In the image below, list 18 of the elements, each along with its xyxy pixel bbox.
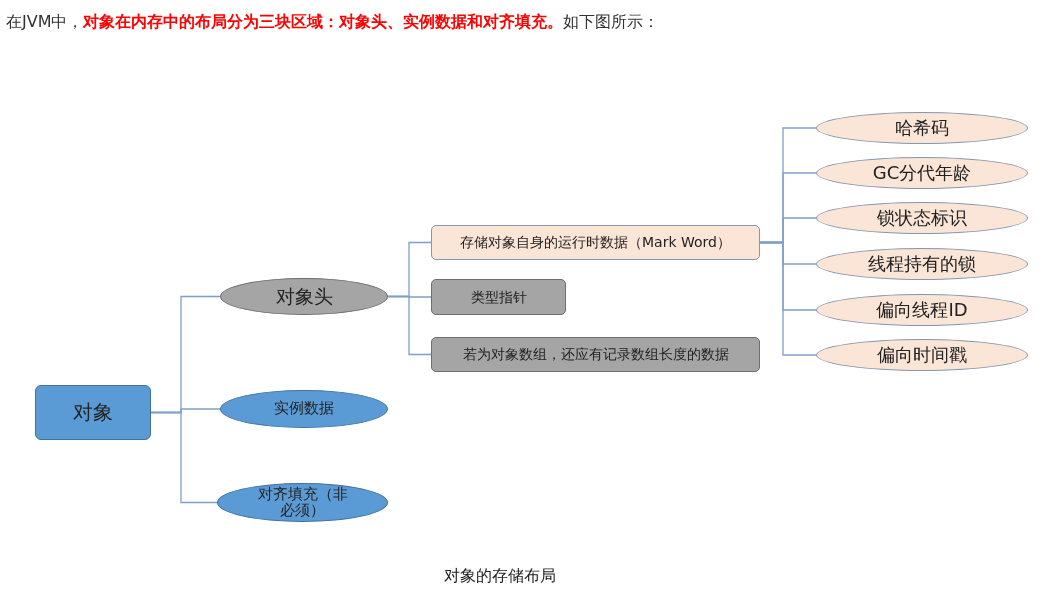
ellipse-node: 对齐填充（非必须） [217,483,388,522]
ellipse-node: 线程持有的锁 [816,248,1028,280]
ellipse-node: GC分代年龄 [816,157,1028,189]
ellipse-node: 偏向时间戳 [816,339,1028,371]
rounded-box: 类型指针 [431,279,566,315]
bracket-connector [387,295,432,356]
ellipse-node: 偏向线程ID [816,294,1028,326]
ellipse-node: 对象头 [220,278,388,315]
intro-sentence: 在JVM中，对象在内存中的布局分为三块区域：对象头、实例数据和对齐填充。如下图所示： [6,12,660,33]
rounded-box: 对象 [35,385,151,440]
ellipse-node: 哈希码 [816,112,1028,144]
ellipse-node: 锁状态标识 [816,202,1028,234]
bracket-connector [150,411,218,504]
rounded-box: 存储对象自身的运行时数据（Mark Word） [431,225,760,260]
ellipse-node: 实例数据 [220,390,388,428]
figure-caption: 对象的存储布局 [443,566,557,587]
rounded-box: 若为对象数组，还应有记录数组长度的数据 [431,337,760,372]
bracket-connector [759,241,817,356]
